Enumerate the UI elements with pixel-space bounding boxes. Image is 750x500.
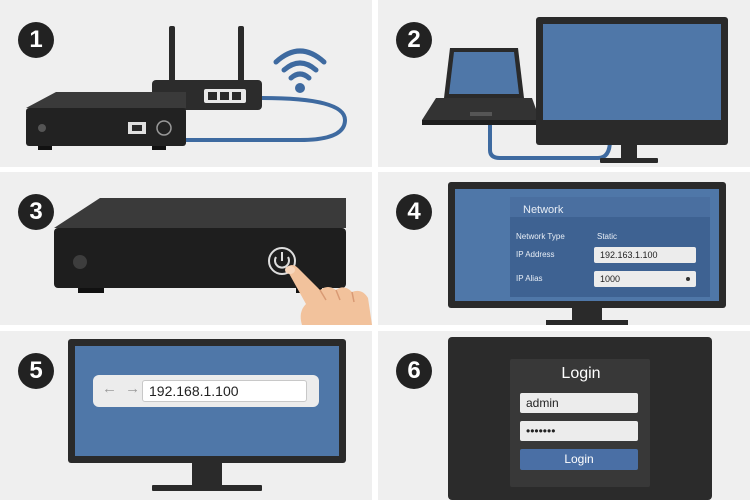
monitor-icon	[536, 17, 728, 163]
login-button[interactable]: Login	[520, 449, 638, 470]
browser-monitor-illustration	[68, 339, 346, 491]
nvr-box-icon	[54, 198, 346, 293]
laptop-monitor-illustration	[422, 17, 728, 163]
back-forward-arrows-icon[interactable]: ← →	[102, 380, 143, 397]
step-number-badge: 3	[18, 194, 54, 230]
nvr-box-icon	[26, 92, 186, 150]
step-1-panel: 1	[0, 0, 372, 167]
step-number-badge: 5	[18, 353, 54, 389]
step-number-badge: 4	[396, 194, 432, 230]
nvr-router-illustration	[26, 26, 348, 150]
step-4-panel: Network Network Type Static IP Address 1…	[378, 172, 750, 325]
username-field[interactable]: admin	[520, 393, 638, 413]
hand-finger-icon	[285, 265, 372, 325]
login-monitor-illustration	[448, 337, 712, 500]
ip-alias-label: IP Alias	[516, 274, 543, 283]
dropdown-dot-icon	[686, 277, 690, 281]
step-number-badge: 6	[396, 353, 432, 389]
step-5-panel: ← → 192.168.1.100 5	[0, 331, 372, 500]
step-number-badge: 1	[18, 22, 54, 58]
network-title: Network	[523, 204, 564, 216]
network-type-value: Static	[597, 232, 618, 241]
login-title: Login	[561, 365, 601, 382]
wifi-icon	[273, 48, 327, 93]
step-6-panel: Login admin ••••••• Login 6	[378, 331, 750, 500]
password-field[interactable]: •••••••	[520, 421, 638, 441]
laptop-icon	[422, 48, 540, 125]
step-3-panel: 3	[0, 172, 372, 325]
browser-address-bar: ← → 192.168.1.100	[93, 375, 319, 407]
step-2-panel: 2	[378, 0, 750, 167]
url-input[interactable]: 192.168.1.100	[142, 380, 307, 402]
ip-alias-select[interactable]: 1000	[594, 271, 696, 287]
step-number-badge: 2	[396, 22, 432, 58]
power-on-illustration	[54, 198, 372, 325]
ip-address-label: IP Address	[516, 250, 555, 259]
ip-address-field[interactable]: 192.163.1.100	[594, 247, 696, 263]
network-type-label: Network Type	[516, 232, 565, 241]
